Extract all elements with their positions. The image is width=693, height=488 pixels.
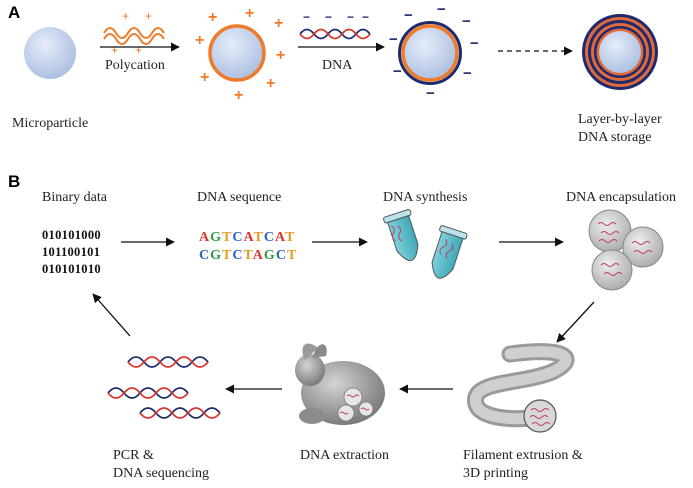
nucleotide-T: T [222,248,233,263]
nucleotide-T: T [222,230,233,245]
svg-text:−: − [347,10,354,24]
nucleotide-C: C [232,248,244,263]
svg-text:−: − [362,10,369,24]
svg-text:+: + [200,69,209,86]
dna-icon: −−−− [299,10,371,40]
pcr-line2: DNA sequencing [113,466,210,481]
polycation-label: Polycation [105,58,165,73]
svg-text:−: − [303,10,310,24]
svg-text:+: + [274,15,283,32]
nucleotide-A: A [275,230,286,245]
svg-text:+: + [145,9,152,23]
dna-coated-particle: − − − − − − − − [389,1,479,102]
microparticle-label: Microparticle [12,116,89,131]
bunny-icon [295,343,385,425]
extraction-title: DNA extraction [300,448,390,463]
svg-text:−: − [463,65,472,82]
pcr-dna-strands-icon [107,356,221,419]
svg-text:+: + [276,47,285,64]
synthesis-tubes-icon [383,209,468,279]
storage-label-line1: Layer-by-layer [578,112,662,127]
polycation-icon: + + + + [103,9,165,57]
synthesis-title: DNA synthesis [383,190,468,205]
sequence-line: AGTCATCAT [199,229,297,247]
polycation-coated-particle: + + + + + + + + [195,5,285,104]
svg-text:+: + [135,43,142,57]
svg-text:−: − [470,35,479,52]
binary-line: 010101010 [42,262,101,276]
svg-text:+: + [122,9,129,23]
sequence-line: CGTCTAGCT [199,247,297,265]
nucleotide-T: T [253,230,264,245]
svg-text:−: − [389,31,398,48]
nucleotide-A: A [199,230,211,245]
storage-label-line2: DNA storage [578,130,652,145]
binary-title: Binary data [42,190,107,205]
nucleotide-A: A [252,248,264,263]
nucleotide-C: C [263,230,276,245]
svg-text:+: + [111,43,118,57]
svg-text:+: + [208,9,217,26]
nucleotide-C: C [275,248,287,263]
arrow-encapsulation-to-extrusion [556,301,595,343]
svg-text:+: + [195,32,204,49]
pcr-label: PCR & DNA sequencing [113,447,209,483]
dna-sequence-block: AGTCATCAT CGTCTAGCT [199,229,297,265]
nucleotide-C: C [199,248,211,263]
svg-text:−: − [437,1,446,18]
nucleotide-G: G [210,230,223,245]
svg-text:−: − [393,63,402,80]
extrusion-line2: 3D printing [463,466,528,481]
layer-by-layer-particle [582,14,658,90]
svg-text:−: − [462,13,471,30]
svg-text:−: − [426,85,435,102]
nucleotide-G: G [263,248,276,263]
svg-text:+: + [234,87,243,104]
arrow-pcr-to-binary [92,293,131,337]
panel-b-letter: B [8,172,21,191]
binary-data-block: 010101000 101100101 010101010 [42,227,101,278]
dna-label: DNA [322,58,353,73]
filament-icon [467,343,575,433]
binary-line: 010101000 [42,228,101,242]
nucleotide-A: A [243,230,254,245]
nucleotide-C: C [232,230,244,245]
extrusion-label: Filament extrusion & 3D printing [463,447,583,483]
nucleotide-T: T [286,248,298,263]
binary-line: 101100101 [42,245,101,259]
encapsulation-capsules-icon [588,209,664,291]
svg-text:+: + [245,5,254,22]
panel-a-letter: A [8,3,21,22]
svg-text:+: + [266,75,275,92]
svg-text:−: − [325,10,332,24]
microparticle [24,27,76,79]
encapsulation-title: DNA encapsulation [566,190,677,205]
pcr-line1: PCR & [113,448,154,463]
svg-text:−: − [404,7,413,24]
extrusion-line1: Filament extrusion & [463,448,583,463]
nucleotide-T: T [285,230,296,245]
storage-label: Layer-by-layer DNA storage [578,111,662,147]
sequence-title: DNA sequence [197,190,282,205]
nucleotide-G: G [210,248,223,263]
nucleotide-T: T [243,248,253,263]
